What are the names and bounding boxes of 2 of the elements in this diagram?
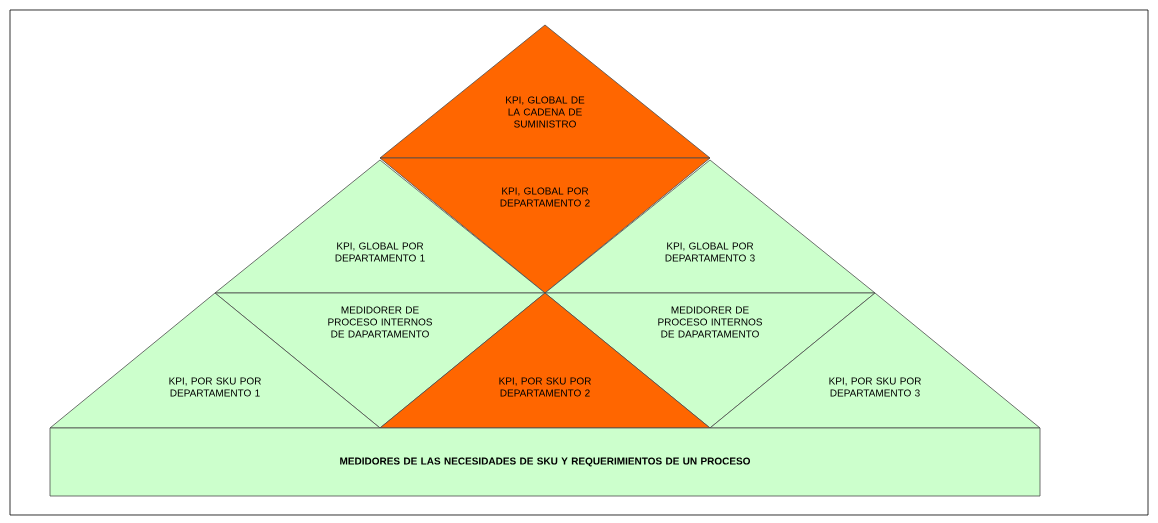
triangle: KPI, GLOBAL DE LA CADENA DE SUMINISTRO: [379, 24, 711, 159]
base-box: MEDIDORES DE LAS NECESIDADES DE SKU Y REQUERIMIENTOS DE UN PROCESO: [49, 427, 1041, 497]
